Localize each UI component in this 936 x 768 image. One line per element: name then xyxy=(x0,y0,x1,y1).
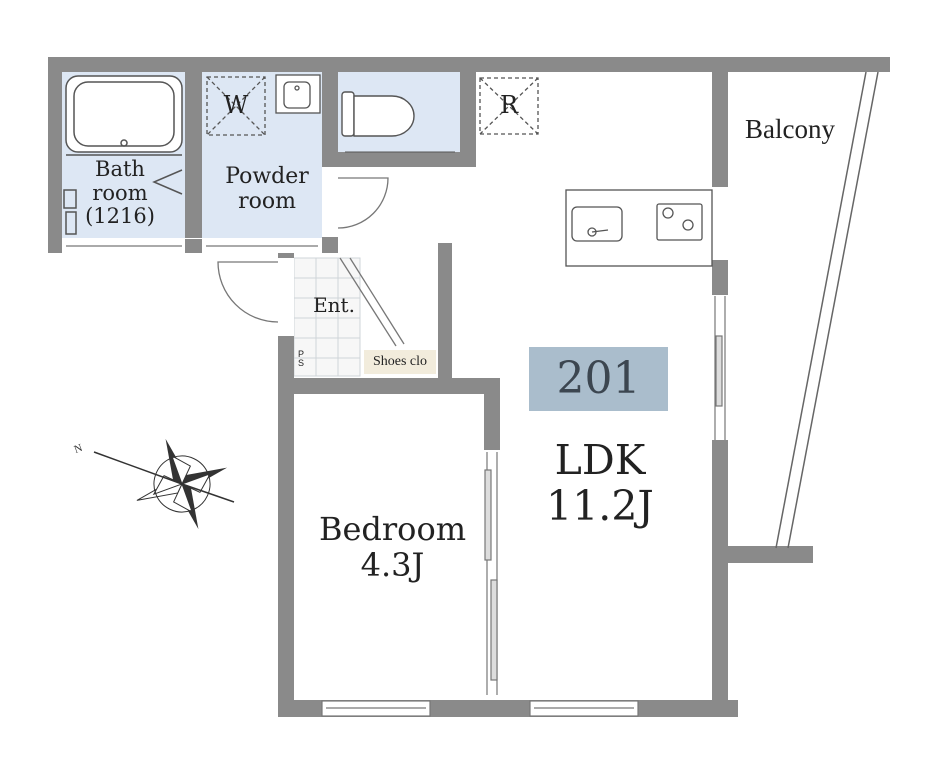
bathroom-line1: Bath xyxy=(95,157,145,181)
bedroom-size: 4.3J xyxy=(360,545,425,584)
door-and-window-tracks xyxy=(62,167,728,717)
ldk-label: LDK 11.2J xyxy=(532,436,668,530)
washer-mark: W xyxy=(223,91,249,119)
pipe-space-mark: P S xyxy=(294,350,308,368)
bathtub xyxy=(63,75,183,235)
compass-rose xyxy=(93,438,235,530)
ldk-name: LDK xyxy=(554,436,646,484)
ldk-size: 11.2J xyxy=(546,481,654,530)
bathroom-label: Bath room (1216) xyxy=(76,157,164,229)
pipe-space-top: P xyxy=(297,349,304,359)
pipe-space-bottom: S xyxy=(297,358,304,368)
powder-room-line1: Powder xyxy=(225,164,309,189)
entrance-label: Ent. xyxy=(313,293,355,317)
compass-north-letter: N xyxy=(73,442,85,456)
shoes-closet-label: Shoes clo xyxy=(364,350,436,374)
bedroom-label: Bedroom 4.3J xyxy=(305,510,480,584)
fridge-space xyxy=(479,77,539,135)
toilet xyxy=(341,91,455,153)
balcony-rail xyxy=(775,71,879,549)
unit-number-badge: 201 xyxy=(529,347,668,411)
bedroom-name: Bedroom xyxy=(318,510,467,548)
vanity-sink xyxy=(275,74,321,114)
powder-room-label: Powder room xyxy=(207,164,327,214)
powder-room-line2: room xyxy=(238,188,296,214)
entrance-tiles xyxy=(293,257,361,377)
washer-pan xyxy=(206,76,266,136)
balcony-label: Balcony xyxy=(745,114,835,144)
refrigerator-mark: R xyxy=(499,91,519,119)
door-swings xyxy=(217,177,405,347)
kitchen-counter xyxy=(565,189,713,267)
bathroom-line2: room xyxy=(92,180,148,205)
bathroom-line3: (1216) xyxy=(85,204,155,229)
